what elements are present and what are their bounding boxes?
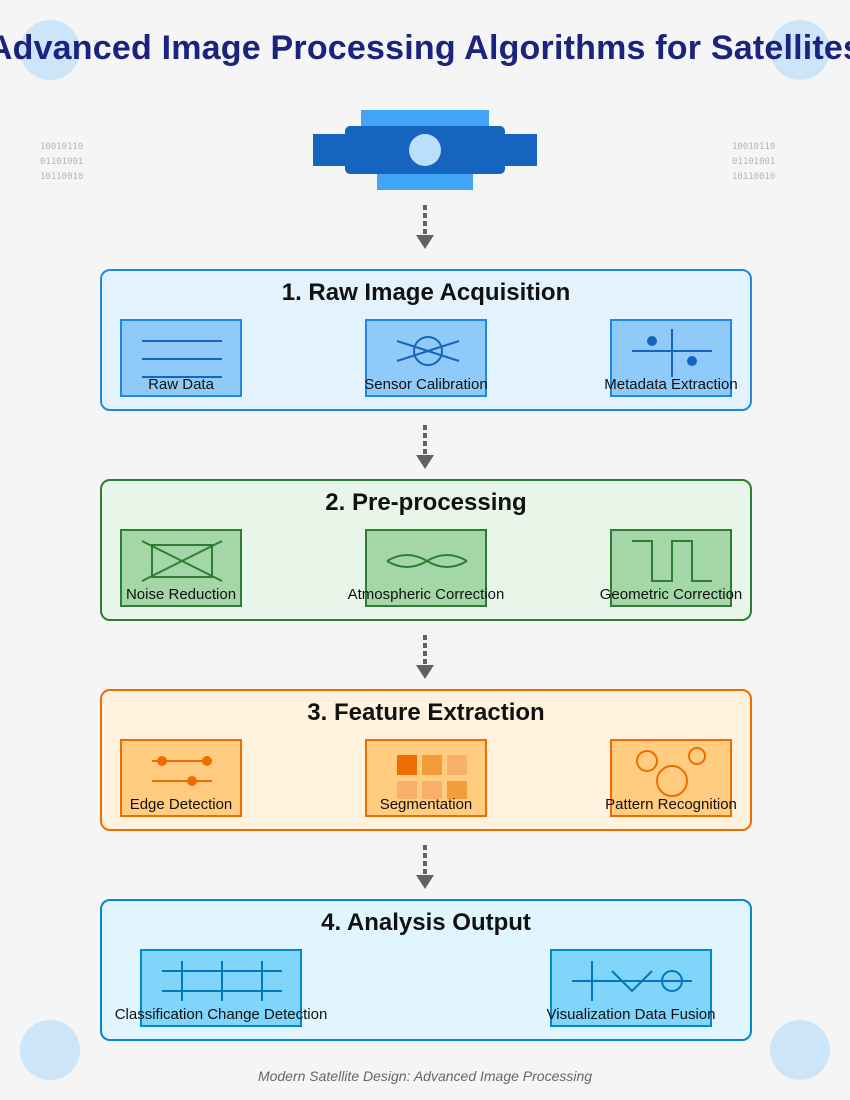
step-pattern-recognition: Pattern Recognition bbox=[605, 739, 737, 817]
binary-line: 10010110 bbox=[732, 142, 776, 152]
binary-code-right: 10010110 01101001 10110010 bbox=[732, 140, 775, 185]
stage-title: 3. Feature Extraction bbox=[307, 699, 545, 726]
stage-feature-extraction: 3. Feature Extraction Edge Detection Seg… bbox=[100, 689, 752, 831]
step-label: Segmentation bbox=[379, 796, 473, 813]
step-label: Pattern Recognition bbox=[605, 796, 737, 813]
stage-raw-image-acquisition: 1. Raw Image Acquisition Raw Data Sensor… bbox=[100, 269, 752, 411]
line-check-circle-icon bbox=[572, 961, 692, 1001]
step-label: Geometric Correction bbox=[599, 586, 743, 603]
step-label: Classification Change Detection bbox=[114, 1006, 328, 1023]
step-noise-reduction: Noise Reduction bbox=[120, 529, 242, 607]
stage-pre-processing: 2. Pre-processing Noise Reduction Atmosp… bbox=[100, 479, 752, 621]
step-label: Sensor Calibration bbox=[364, 376, 488, 393]
grid-squares-icon bbox=[397, 755, 467, 799]
decorative-circle-bottom-right bbox=[770, 1020, 830, 1080]
slider-lines-icon bbox=[152, 756, 212, 786]
crossed-box-icon bbox=[141, 540, 223, 582]
binary-line: 10110010 bbox=[732, 172, 776, 182]
flow-arrow bbox=[416, 425, 434, 469]
footer-caption: Modern Satellite Design: Advanced Image … bbox=[257, 1068, 593, 1084]
stage-analysis-output: 4. Analysis Output Classification Change… bbox=[100, 899, 752, 1041]
step-label: Atmospheric Correction bbox=[347, 586, 505, 603]
binary-line: 10110010 bbox=[40, 172, 84, 182]
satellite-icon bbox=[313, 110, 537, 190]
step-geometric-correction: Geometric Correction bbox=[600, 529, 742, 607]
decorative-circle-top-left bbox=[20, 20, 80, 80]
square-wave-icon bbox=[632, 540, 712, 582]
step-label: Noise Reduction bbox=[125, 586, 237, 603]
flow-arrow bbox=[416, 205, 434, 249]
step-sensor-calibration: Sensor Calibration bbox=[364, 319, 488, 397]
table-grid-icon bbox=[162, 961, 282, 1001]
step-atmospheric-correction: Atmospheric Correction bbox=[348, 529, 504, 607]
crosshair-points-icon bbox=[632, 329, 712, 377]
step-label: Raw Data bbox=[148, 376, 214, 393]
step-segmentation: Segmentation bbox=[365, 739, 487, 817]
flow-arrow bbox=[416, 845, 434, 889]
decorative-circle-bottom-left bbox=[20, 1020, 80, 1080]
step-raw-data: Raw Data bbox=[120, 319, 242, 397]
flow-arrow bbox=[416, 635, 434, 679]
step-label: Metadata Extraction bbox=[604, 376, 738, 393]
binary-code-left: 10010110 01101001 10110010 bbox=[40, 140, 83, 185]
decorative-circle-top-right bbox=[770, 20, 830, 80]
binary-line: 01101001 bbox=[732, 157, 776, 167]
horizontal-lines-icon bbox=[142, 340, 222, 378]
step-classification-change-detection: Classification Change Detection bbox=[115, 949, 327, 1027]
wave-icon bbox=[386, 554, 468, 568]
step-metadata-extraction: Metadata Extraction bbox=[604, 319, 738, 397]
step-edge-detection: Edge Detection bbox=[120, 739, 242, 817]
circles-icon bbox=[636, 747, 706, 797]
stage-title: 2. Pre-processing bbox=[325, 489, 527, 516]
binary-line: 01101001 bbox=[40, 157, 84, 167]
step-label: Visualization Data Fusion bbox=[546, 1006, 716, 1023]
step-visualization-data-fusion: Visualization Data Fusion bbox=[547, 949, 715, 1027]
calibration-target-icon bbox=[396, 336, 460, 366]
stage-title: 1. Raw Image Acquisition bbox=[281, 279, 571, 306]
binary-line: 10010110 bbox=[40, 142, 84, 152]
step-label: Edge Detection bbox=[129, 796, 233, 813]
stage-title: 4. Analysis Output bbox=[321, 909, 531, 936]
page-title: Advanced Image Processing Algorithms for… bbox=[0, 29, 850, 67]
